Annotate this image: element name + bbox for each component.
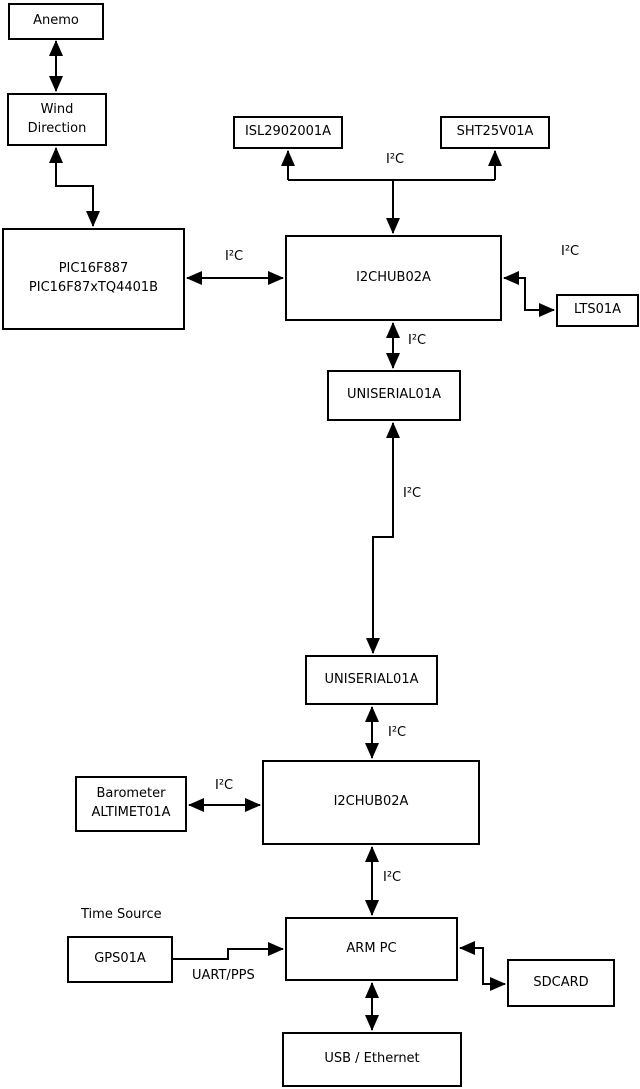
label-i2c-hub1-uni1: I²C [408,333,427,349]
node-barometer: Barometer ALTIMET01A [75,776,187,832]
edge-gps-armpc [173,942,284,960]
node-wind-direction: Wind Direction [7,93,107,146]
node-uniserial-1: UNISERIAL01A [327,370,461,421]
edge-wind-pic [49,147,100,227]
node-uniserial-2: UNISERIAL01A [305,655,438,705]
label-i2c-uni2-hub2: I²C [388,725,407,741]
node-i2c-hub-2: I2CHUB02A [262,760,480,845]
edge-armpc-sdcard [459,941,506,991]
edge-hub1-lts [503,271,555,317]
node-usb-ethernet: USB / Ethernet [282,1032,462,1087]
label-uart-pps: UART/PPS [192,968,255,984]
label-i2c-baro-hub2: I²C [215,778,234,794]
label-i2c-pic-hub1: I²C [225,249,244,265]
node-anemometer: Anemo [8,3,104,40]
node-sht-humidity-sensor: SHT25V01A [440,116,550,149]
node-i2c-hub-1: I2CHUB02A [285,235,502,321]
label-i2c-uni1-uni2: I²C [403,486,422,502]
node-arm-pc: ARM PC [285,917,458,981]
edge-uni1-uni2 [366,422,400,654]
label-i2c-sensors-bus: I²C [386,152,405,168]
label-i2c-hub1-lts: I²C [561,244,580,260]
node-isl-light-sensor: ISL2902001A [233,116,343,149]
node-sdcard: SDCARD [507,959,615,1007]
label-time-source: Time Source [81,907,162,923]
node-gps: GPS01A [67,936,173,983]
node-pic-microcontroller: PIC16F887 PIC16F87xTQ4401B [2,228,185,330]
node-lts-temp-sensor: LTS01A [556,294,639,327]
label-i2c-hub2-armpc: I²C [383,870,402,886]
